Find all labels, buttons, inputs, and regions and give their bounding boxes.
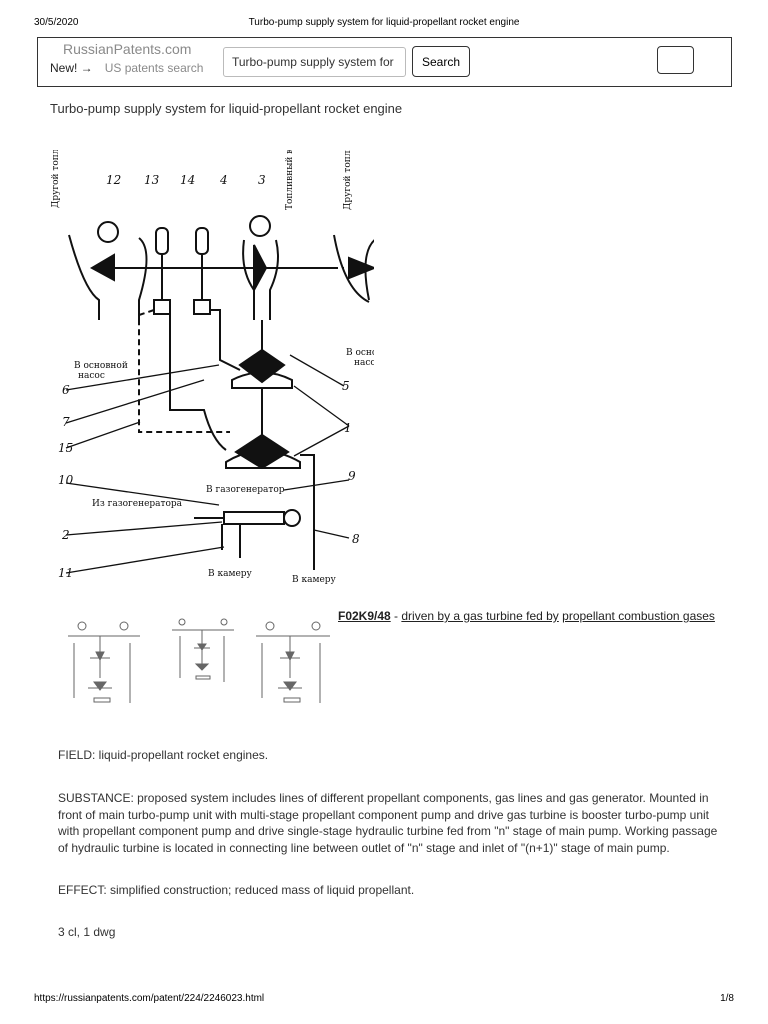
- fig-to-chamber-1: В камеру: [208, 569, 253, 579]
- fig-to-pump-left-1: В основной: [74, 361, 128, 371]
- classification-code-link[interactable]: F02K9/48: [338, 609, 391, 623]
- substance-paragraph: SUBSTANCE: proposed system includes line…: [58, 791, 718, 855]
- drawing-thumbnail[interactable]: [60, 608, 146, 718]
- page-title: Turbo-pump supply system for liquid-prop…: [50, 101, 403, 116]
- fig-number-3: 3: [258, 173, 266, 187]
- fig-label-right: Другой топливный компонент: [343, 150, 353, 210]
- fig-from-gas-generator: Из газогенератора: [92, 499, 183, 509]
- classification-desc-link-1[interactable]: driven by a gas turbine fed by: [401, 609, 559, 623]
- fig-number-13: 13: [144, 173, 160, 187]
- fig-to-gas-generator: В газогенератор: [206, 485, 285, 495]
- classification-separator: -: [390, 609, 402, 623]
- fig-number-5: 5: [342, 379, 350, 393]
- patent-drawing: Другой топливный компонент Топливный ком…: [51, 150, 374, 585]
- drawing-thumbnail[interactable]: [168, 608, 238, 688]
- print-url: https://russianpatents.com/patent/224/22…: [34, 993, 265, 1004]
- site-header: RussianPatents.com New! → US patents sear…: [37, 37, 732, 87]
- us-patents-link[interactable]: US patents search: [104, 61, 204, 75]
- fig-number-7: 7: [62, 415, 70, 429]
- fig-number-8: 8: [352, 532, 360, 546]
- fig-to-pump-right-1: В основной: [346, 348, 374, 358]
- fig-number-15: 15: [58, 441, 73, 455]
- fig-number-1: 1: [344, 421, 352, 435]
- print-title: Turbo-pump supply system for liquid-prop…: [248, 17, 520, 28]
- print-footer: https://russianpatents.com/patent/224/22…: [34, 993, 734, 1007]
- new-label: New! →: [50, 61, 93, 75]
- fig-number-4: 4: [219, 173, 228, 187]
- fig-number-12a: 12: [106, 173, 121, 187]
- classification-desc-link-2[interactable]: propellant combustion gases: [562, 609, 715, 623]
- fig-number-11: 11: [58, 566, 73, 580]
- fig-number-10: 10: [58, 473, 74, 487]
- effect-paragraph: EFFECT: simplified construction; reduced…: [58, 883, 415, 897]
- fig-to-pump-left-2: насос: [78, 371, 105, 381]
- field-paragraph: FIELD: liquid-propellant rocket engines.: [58, 748, 269, 762]
- search-button[interactable]: Search: [412, 46, 470, 77]
- fig-to-pump-right-2: насос: [354, 358, 374, 368]
- fig-number-9: 9: [348, 469, 356, 483]
- drawing-thumbnail[interactable]: [248, 608, 336, 718]
- print-page-number: 1/8: [720, 993, 734, 1004]
- claims-count: 3 cl, 1 dwg: [58, 925, 116, 939]
- fig-number-2: 2: [61, 528, 70, 542]
- new-link-row: New! → US patents search: [50, 61, 203, 75]
- fig-to-chamber-2: В камеру: [292, 575, 337, 585]
- print-date: 30/5/2020: [34, 17, 79, 28]
- fig-number-14: 14: [180, 173, 195, 187]
- classification: F02K9/48 - driven by a gas turbine fed b…: [338, 609, 715, 623]
- print-header: 30/5/2020 Turbo-pump supply system for l…: [34, 17, 734, 31]
- fig-number-6: 6: [62, 383, 70, 397]
- fig-label-center: Топливный компонент: [285, 150, 295, 210]
- search-input[interactable]: [223, 47, 406, 77]
- fig-label-left: Другой топливный компонент: [51, 150, 61, 208]
- menu-button[interactable]: [657, 46, 694, 74]
- site-logo[interactable]: RussianPatents.com: [63, 41, 192, 57]
